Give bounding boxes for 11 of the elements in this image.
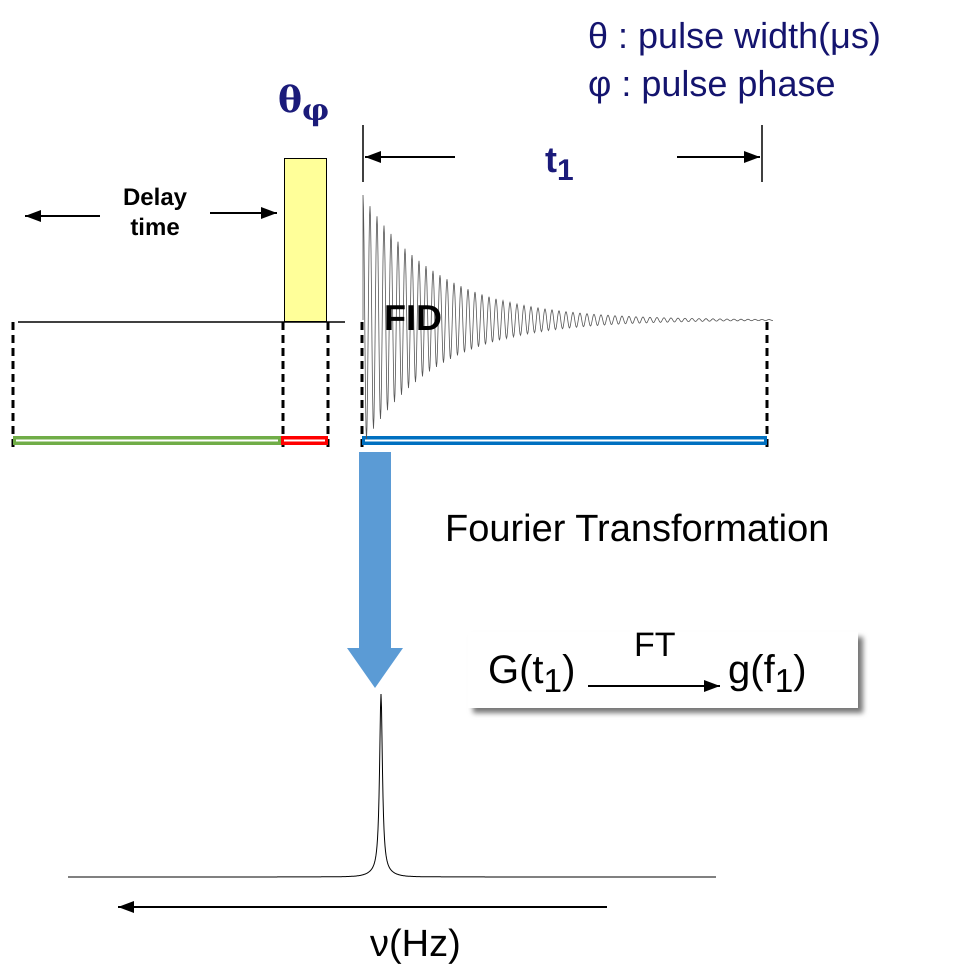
dimension-label: t$_{1}$ <box>545 142 574 186</box>
time-function-text: G(t$_{1}$) <box>488 646 608 694</box>
legend-text: θ : pulse width(μs) <box>588 18 881 54</box>
axis-label: ν(Hz) <box>370 925 461 963</box>
frequency-function-text: g(f$_{1}$) <box>728 646 848 694</box>
legend-text: φ : pulse phase <box>588 66 836 102</box>
edge-label: Fourier Transformation <box>445 510 830 548</box>
arrow <box>588 680 720 692</box>
pulse-box <box>284 158 327 322</box>
pulse-label: θ$_{φ}$ <box>278 82 330 126</box>
block-arrow <box>347 452 403 688</box>
